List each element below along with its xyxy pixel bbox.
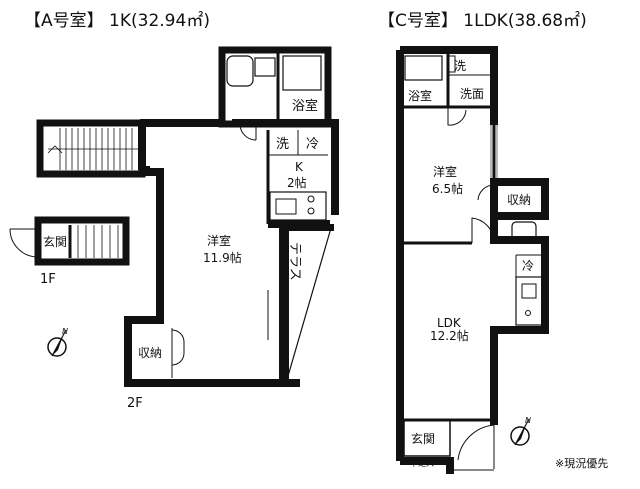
plan-c-ldk-label: LDK — [437, 316, 462, 330]
plan-a-western-label: 洋室 — [207, 233, 231, 248]
plan-c-walls — [396, 46, 498, 461]
plan-c-title-prefix: 【C号室】 — [378, 11, 458, 31]
plan-c-shoe-area-label: 下足入 — [410, 459, 434, 468]
plan-a-title: 【A号室】 1K(32.94㎡) — [24, 6, 210, 31]
plan-a-bath-label: 浴室 — [292, 98, 318, 114]
plan-c-bath-block — [400, 50, 494, 126]
plan-c-entrance-label: 玄関 — [411, 431, 435, 446]
plan-a-stair-upper — [36, 119, 146, 178]
plan-c-entrance — [403, 418, 495, 471]
plan-c-western-size: 6.5帖 — [432, 181, 463, 196]
plan-a-entrance-label: 玄関 — [43, 234, 67, 249]
plan-a-closet — [171, 328, 185, 378]
plan-a-washer-label: 洗 — [276, 137, 289, 152]
plan-a-compass — [47, 329, 67, 357]
plan-a-closet-label: 収納 — [138, 346, 162, 360]
plan-c-partitions — [400, 115, 537, 425]
plan-c-washer-label: 洗 — [454, 59, 466, 73]
plan-c-title-type: 1LDK — [463, 11, 508, 31]
plan-a-kitchen-label: K — [295, 160, 304, 174]
plan-c-western-label: 洋室 — [433, 164, 457, 179]
plan-a-kitchen-block — [266, 130, 328, 224]
plan-c-compass — [510, 418, 530, 446]
plan-c-bath-label: 浴室 — [408, 88, 432, 103]
plan-a-title-area: (32.94㎡) — [131, 11, 210, 31]
plan-c-title-area: (38.68㎡) — [507, 11, 587, 31]
plan-a-floor-2-label: 2F — [127, 396, 143, 411]
plan-a-1f-entrance — [9, 216, 130, 266]
plan-a-terrace — [283, 224, 334, 384]
plan-c-kitchen — [515, 254, 545, 326]
plan-a-floor-1-label: 1F — [40, 272, 56, 287]
plan-c-compass-label: N — [525, 416, 531, 425]
plan-c — [396, 46, 549, 474]
plan-c-title: 【C号室】 1LDK(38.68㎡) — [378, 6, 587, 31]
plan-a — [9, 46, 339, 387]
plan-a-fridge-label: 冷 — [306, 137, 319, 152]
plan-c-washroom-label: 洗面 — [460, 87, 484, 101]
plan-c-labels: 洗 浴室 洗面 洋室 6.5帖 収納 冷 LDK 12.2帖 玄関 下足入 N — [408, 59, 534, 468]
status-note: ※現況優先 — [555, 456, 608, 470]
plan-a-title-type: 1K — [109, 11, 132, 31]
plan-c-fridge-label: 冷 — [522, 259, 534, 273]
plan-a-kitchen-size: 2帖 — [287, 175, 307, 190]
plan-a-compass-label: N — [62, 327, 68, 336]
plan-a-bath-block — [218, 46, 332, 141]
plan-a-labels: 浴室 洗 冷 K 2帖 洋室 11.9帖 テラス 収納 玄関 1F 2F N — [40, 98, 319, 411]
plan-a-western-size: 11.9帖 — [203, 250, 242, 265]
plan-c-closet-label: 収納 — [507, 193, 531, 207]
plan-a-terrace-label: テラス — [287, 242, 302, 281]
plan-a-title-prefix: 【A号室】 — [24, 11, 104, 31]
plan-c-ldk-size: 12.2帖 — [430, 328, 469, 343]
